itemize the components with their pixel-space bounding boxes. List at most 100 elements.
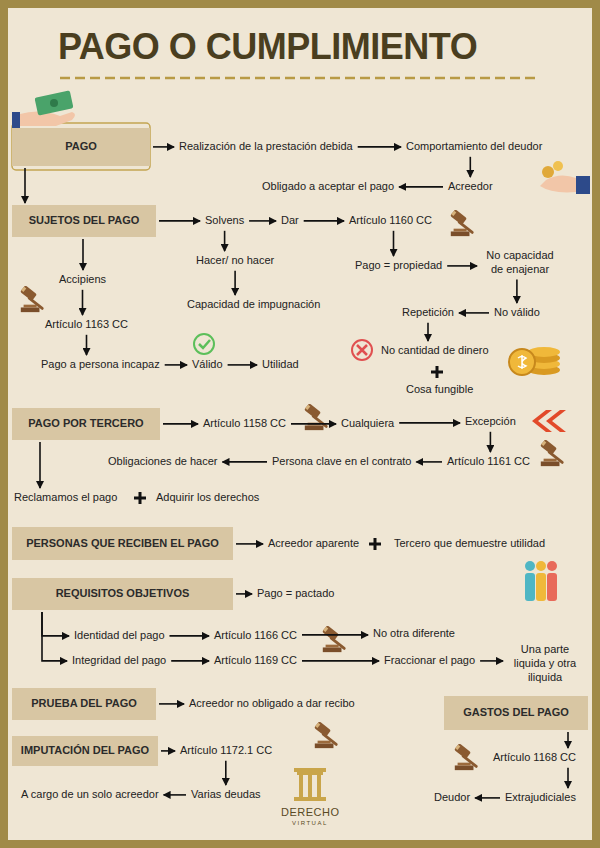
arrow-connector [490,432,492,452]
arrow-connector [304,220,344,222]
section-header: SUJETOS DEL PAGO [12,205,156,237]
text-node: Cosa fungible [404,382,475,398]
arrow-connector [164,794,186,796]
node-text: Dar [281,214,299,228]
text-node: Artículo 1172.1 CC [178,743,274,759]
text-node: Artículo 1166 CC [212,628,299,644]
arrow-connector [393,231,395,256]
node-text: Realización de la prestación debida [179,140,353,154]
node-text: Tercero que demuestre utilidad [394,537,545,551]
arrow-connector [225,761,227,785]
text-node: Accipiens [57,272,108,288]
section-header: PRUEBA DEL PAGO [12,688,156,720]
arrow-connector [291,423,336,425]
column-logo [294,768,326,801]
arrow-connector [42,612,69,636]
node-text: Acreedor no obligado a dar recibo [189,697,355,711]
text-node: Acreedor aparente [266,536,361,552]
text-node: Capacidad de impugnación [185,297,322,313]
node-text: Artículo 1163 CC [45,318,128,332]
node-text: Una parte liquida y otra iliquida [508,643,582,684]
arrow-connector [223,461,268,463]
node-text: Accipiens [59,273,106,287]
arrow-connector [82,290,84,315]
arrow-connector [427,323,429,341]
section-header: IMPUTACIÓN DEL PAGO [12,736,158,766]
node-text: Fraccionar el pago [384,654,475,668]
node-text: Utilidad [262,358,299,372]
arrow-connector [447,265,477,267]
coins-icon [509,347,560,375]
node-text: A cargo de un solo acreedor [21,788,159,802]
text-node: Pago = propiedad [353,258,444,274]
node-text: Cualquiera [341,417,394,431]
arrow-connector [165,364,187,366]
arrow-connector [234,271,236,295]
people-icon [525,561,557,601]
node-text: Cosa fungible [406,383,473,397]
text-node: Tercero que demuestre utilidad [392,536,547,552]
arrow-connector [358,146,401,148]
text-node: Deudor [432,790,472,806]
arrow-connector [236,543,263,545]
text-node: Válido [190,357,225,373]
header-text: GASTOS DEL PAGO [463,706,569,720]
node-text: Artículo 1161 CC [447,455,530,469]
text-node: Obligado a aceptar el pago [260,179,396,195]
arrow-connector [416,461,442,463]
text-node: Dar [279,213,301,229]
text-node: Reclamamos el pago [12,490,119,506]
text-node: Excepción [463,414,518,430]
header-text: SUJETOS DEL PAGO [29,214,140,228]
node-text: Obligado a aceptar el pago [262,180,394,194]
text-node: Acreedor [446,179,495,195]
arrow-connector [161,750,175,752]
text-node: Artículo 1168 CC [491,750,578,766]
arrow-connector [567,768,569,788]
gavel-icon [454,743,476,770]
section-header: PAGO POR TERCERO [12,408,160,440]
text-node: Artículo 1163 CC [43,317,130,333]
text-node: Pago a persona incapaz [39,357,162,373]
node-text: Integridad del pago [72,654,166,668]
text-node: No cantidad de dinero [379,343,491,359]
text-node: A cargo de un solo acreedor [19,787,161,803]
text-node: Artículo 1158 CC [201,416,288,432]
logo-text: DERECHO [281,806,340,818]
header-text: PAGO [65,140,97,154]
text-node: Persona clave en el contrato [270,454,413,470]
gavel-icon [20,285,42,312]
text-node: Fraccionar el pago [382,653,477,669]
arrow-connector [42,612,67,661]
header-text: PERSONAS QUE RECIBEN EL PAGO [26,537,219,551]
header-text: PAGO POR TERCERO [28,417,143,431]
money-hand-icon [12,90,75,130]
section-header: PERSONAS QUE RECIBEN EL PAGO [12,527,233,560]
text-node: Pago = pactado [255,586,336,602]
arrow-connector [224,231,226,251]
title: PAGO O CUMPLIMIENTO [58,26,477,68]
cross-icon [352,340,372,360]
coin-hand-icon [540,161,590,194]
gavel-icon [450,209,472,236]
node-text: Artículo 1158 CC [203,417,286,431]
node-text: No válido [494,306,540,320]
arrow-connector [171,660,209,662]
arrow-connector [163,423,198,425]
text-node: No otra diferente [371,626,457,642]
node-text: Obligaciones de hacer [108,455,217,469]
node-text: Capacidad de impugnación [187,298,320,312]
gavel-icon [322,625,344,652]
arrow-connector [170,635,210,637]
text-node: Cualquiera [339,416,396,432]
text-node: Artículo 1160 CC [347,213,434,229]
arrow-connector [469,157,471,177]
node-text: Pago = pactado [257,587,334,601]
text-node: Artículo 1161 CC [445,454,532,470]
gavel-icon [304,403,326,430]
text-node: Integridad del pago [70,653,168,669]
node-text: Comportamiento del deudor [406,140,542,154]
text-node: Varias deudas [189,787,263,803]
arrow-connector [399,186,443,188]
node-text: Artículo 1168 CC [493,751,576,765]
